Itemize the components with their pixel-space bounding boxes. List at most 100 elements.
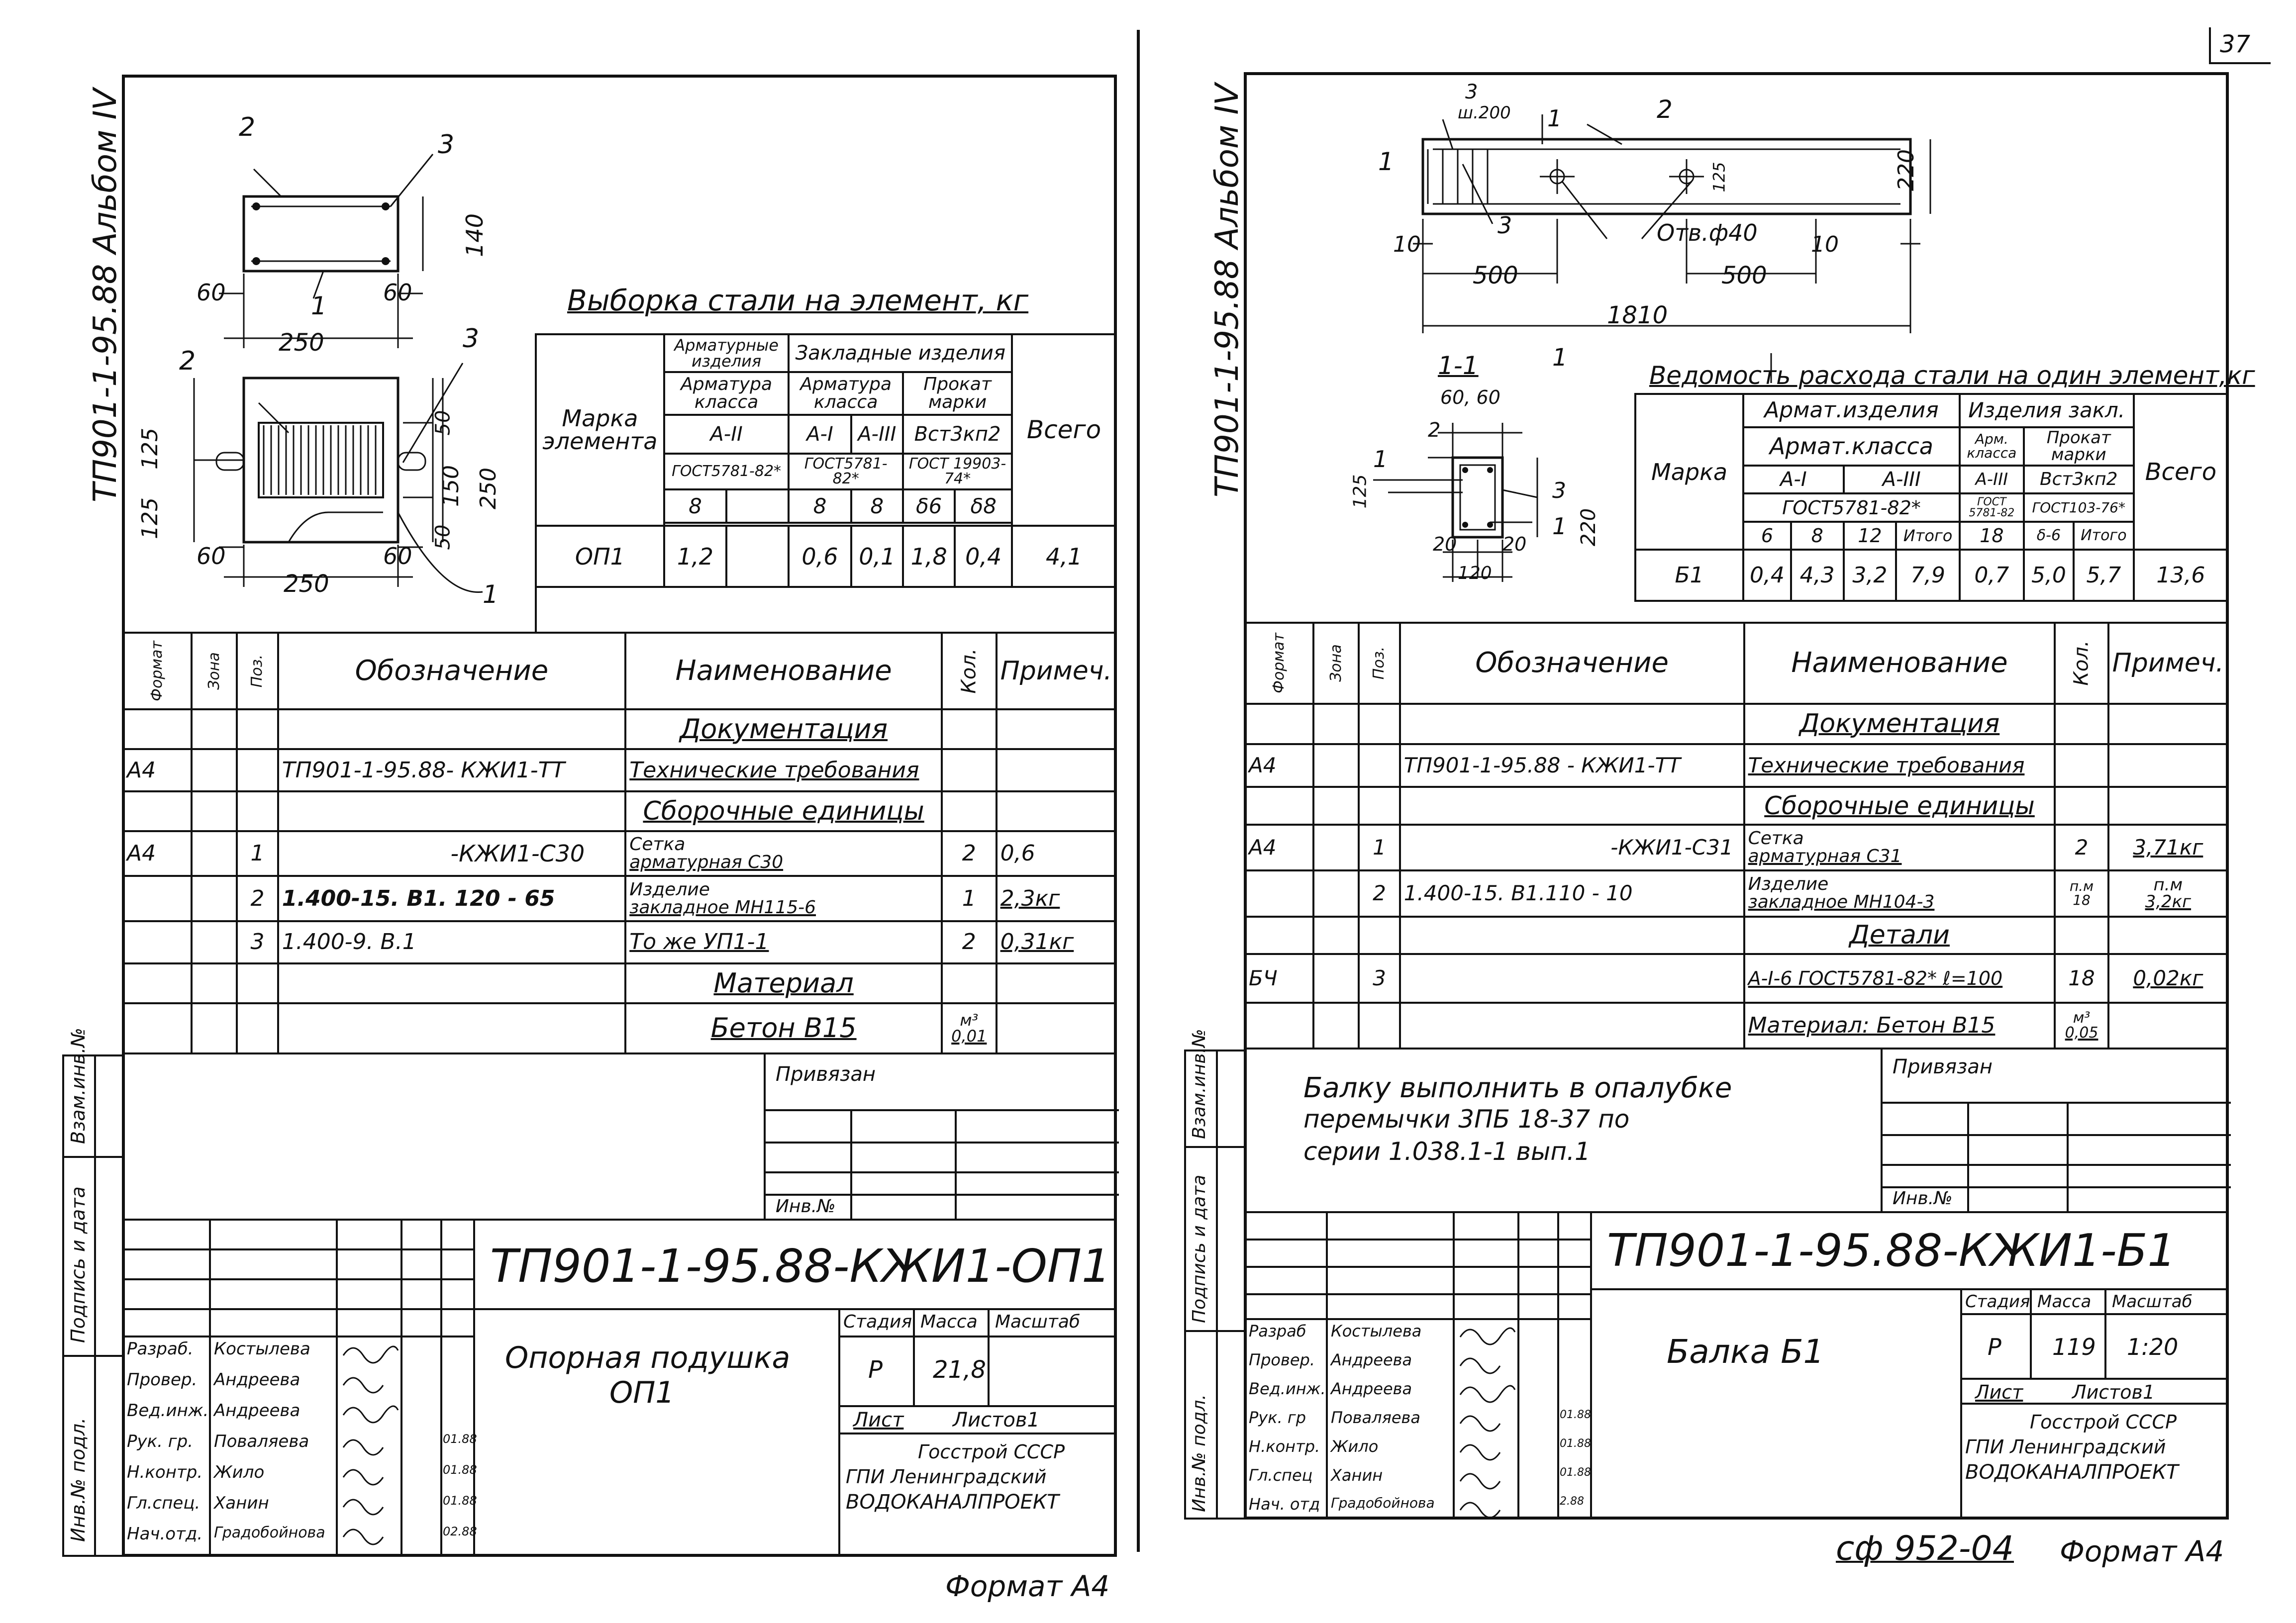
r-sec-2: 2 (1428, 419, 1441, 442)
r-sec-20a: 20 (1433, 533, 1457, 555)
steel-sz-d6: δ6 (901, 488, 956, 524)
left-side-strip (62, 1054, 122, 1557)
r-dim-10a: 10 (1393, 232, 1421, 257)
r-steel-v1: 0,4 (1742, 549, 1792, 602)
right-doc-code: ТП901-1-95.88-КЖИ1-Б1 (1607, 1225, 2176, 1277)
spec-r4-prim: 0,31кг (995, 920, 1117, 965)
right-org-a: Госстрой СССР (2030, 1411, 2177, 1433)
r-dim-1b: 1 (1378, 147, 1394, 176)
dim-250a: 250 (279, 329, 324, 357)
steel-col-mark: Марка элемента (535, 333, 665, 527)
r-steel-v6: 5,0 (2022, 549, 2075, 602)
r-spec-r2-fmt: А4 (1244, 824, 1314, 872)
right-side-podp-data: Подпись и дата (1189, 1174, 1209, 1323)
spec-r2-kol: 2 (940, 830, 998, 877)
callout-1b: 1 (483, 580, 499, 609)
center-fold-line (1137, 30, 1140, 1552)
r-steel-col-armkl: Армат.класса (1742, 426, 1961, 467)
right-note-1: Балку выполнить в опалубке (1303, 1072, 1732, 1104)
r-spec-r2-oboz: -КЖИ1-С31 (1398, 824, 1745, 872)
steel-v4: 1,8 (901, 524, 956, 588)
r-sec-125: 125 (1350, 474, 1371, 509)
r-steel-itogo: Итого (1895, 520, 1961, 551)
dim-250v: 250 (475, 468, 501, 509)
r-steel-cls-aIII: А-III (1842, 464, 1961, 495)
r-spec-sec-docs: Документация (1743, 702, 2056, 745)
left-spec-table: Формат Зона Поз. Обозначение Наименовани… (122, 631, 1117, 1055)
r-spec-r1-oboz: ТП901-1-95.88 - КЖИ1-ТТ (1398, 743, 1745, 788)
dim-50a: 50 (431, 410, 455, 436)
left-listov: Листов1 (953, 1409, 1040, 1432)
spec-r1-naim: Технические требования (624, 748, 943, 793)
right-listov: Листов1 (2072, 1381, 2155, 1403)
r-spec-h-kol: Кол. (2054, 622, 2109, 705)
r-dim-3: 3 (1465, 81, 1478, 103)
right-title-block: Балку выполнить в опалубке перемычки 3ПБ… (1244, 1050, 2231, 1520)
right-massa: Масса (2037, 1292, 2092, 1312)
r-spec-r2-kol: 2 (2054, 824, 2109, 872)
r-spec-r1-fmt: А4 (1244, 743, 1314, 788)
steel-v2: 0,6 (788, 524, 852, 588)
dim-140: 140 (461, 213, 488, 257)
r-steel-itogo2: Итого (2073, 520, 2135, 551)
r-spec-sec-det: Детали (1743, 915, 2056, 955)
steel-col-zakl: Закладные изделия (788, 333, 1013, 374)
r-steel-s12: 12 (1842, 520, 1897, 551)
dim-150: 150 (438, 465, 464, 507)
r-steel-col-armat: Армат.изделия (1742, 393, 1961, 428)
spec-r1-oboz: ТП901-1-95.88- КЖИ1-ТТ (277, 748, 627, 793)
steel-v1: 1,2 (663, 524, 728, 588)
r-dim-10b: 10 (1811, 232, 1839, 257)
right-org-c: ВОДОКАНАЛПРОЕКТ (1965, 1461, 2179, 1484)
dim-125a: 125 (137, 428, 163, 470)
r-spec-r4-kol: 18 (2054, 953, 2109, 1004)
r-steel-v2: 4,3 (1790, 549, 1845, 602)
spec-r4-poz: 3 (236, 920, 279, 965)
steel-sz-8a: 8 (663, 488, 728, 524)
r-dim-3b: 3 (1497, 212, 1512, 239)
right-spec-table: Формат Зона Поз. Обозначение Наименовани… (1244, 622, 2229, 1050)
left-doc-code: ТП901-1-95.88-КЖИ1-ОП1 (490, 1240, 1111, 1293)
steel-v1-empty (725, 524, 790, 588)
left-stadiya-val: Р (868, 1356, 883, 1384)
left-pad-drawing (193, 154, 483, 593)
r-spec-r2-poz: 1 (1358, 824, 1401, 872)
dim-125b: 125 (137, 497, 163, 539)
r-sec-cut1: 1 (1552, 344, 1568, 372)
page-number-box: 37 (2209, 27, 2271, 64)
left-steel-table: Марка элемента Арматурные изделия Заклад… (535, 333, 1117, 632)
r-sec-20b: 20 (1502, 533, 1527, 555)
steel-col-arm-izd: Арматурные изделия (663, 333, 790, 374)
r-steel-row-mark: Б1 (1634, 549, 1745, 602)
right-stadiya-val: Р (1988, 1334, 2001, 1360)
right-stadiya: Стадия (1965, 1292, 2030, 1312)
r-spec-r4-naim: А-I-6 ГОСТ5781-82* ℓ=100 (1743, 953, 2056, 1004)
callout-2a: 2 (239, 112, 256, 142)
left-org-c: ВОДОКАНАЛПРОЕКТ (846, 1491, 1059, 1514)
right-album-label: ТП901-1-95.88 Альбом IV (1209, 83, 1246, 497)
spec-r2-prim: 0,6 (995, 830, 1117, 877)
spec-h-oboz: Обозначение (277, 631, 627, 711)
spec-h-prim: Примеч. (995, 631, 1117, 711)
steel-gost1: ГОСТ5781-82* (663, 453, 790, 490)
right-signatures (1459, 1327, 1516, 1519)
steel-gost2: ГОСТ5781-82* (788, 453, 904, 490)
spec-r1-fmt: А4 (122, 748, 193, 793)
r-steel-col-zakl: Изделия закл. (1958, 393, 2135, 428)
right-steel-title: Ведомость расхода стали на один элемент,… (1649, 361, 2255, 390)
steel-sz-8c: 8 (850, 488, 904, 524)
steel-v6: 4,1 (1011, 524, 1117, 588)
right-sign-grid (1244, 1211, 1592, 1520)
r-steel-col-mark: Марка (1634, 392, 1745, 551)
steel-v3: 0,1 (850, 524, 904, 588)
right-side-strip (1184, 1050, 1244, 1520)
right-format-label: Формат А4 (2060, 1534, 2224, 1568)
left-sign-grid (122, 1219, 475, 1557)
r-dim-220a: 220 (1893, 149, 1919, 191)
r-steel-v5: 0,7 (1958, 549, 2025, 602)
